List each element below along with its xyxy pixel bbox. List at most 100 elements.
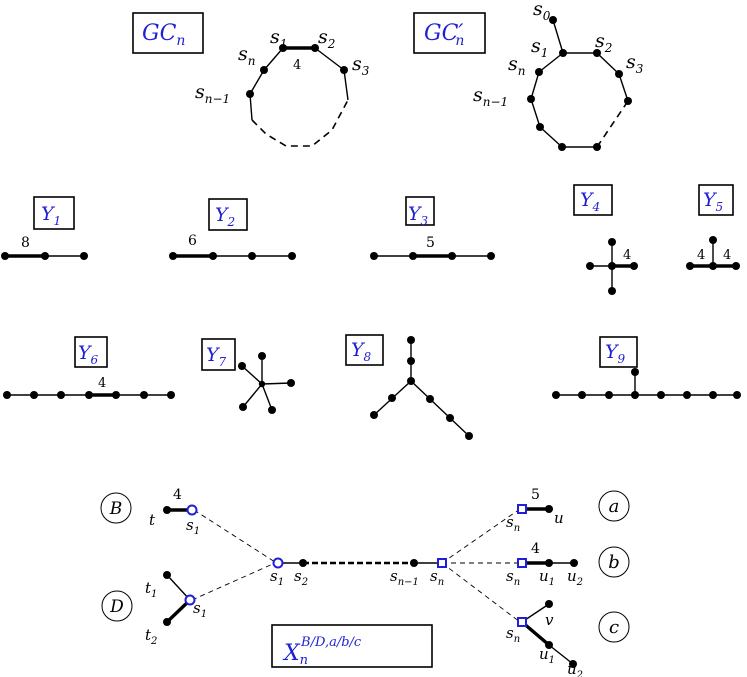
- gc-n-edge: [249, 93, 253, 121]
- gc-n-node: [311, 44, 319, 52]
- y3-graph: Y3 5: [370, 196, 495, 260]
- y3-node: [409, 252, 417, 260]
- y8-node: [465, 432, 473, 440]
- y3-label-box: [405, 196, 435, 226]
- y5-label-box: [698, 184, 734, 216]
- gc-prime-node: [593, 49, 601, 57]
- y5-graph: Y5 4 4: [686, 184, 740, 270]
- y6-node: [140, 391, 148, 399]
- d-t2-label: t2: [145, 626, 157, 647]
- gc-prime-edge: [538, 52, 564, 73]
- y7-node: [258, 352, 266, 360]
- gc-n-edge: [263, 47, 284, 71]
- y2-node: [288, 252, 296, 260]
- y7-node: [268, 406, 276, 414]
- letter-b-circle: [100, 492, 132, 524]
- y6-node: [112, 391, 120, 399]
- y9-node: [578, 391, 586, 399]
- y4-label: Y4: [580, 189, 600, 214]
- y8-label-box: [345, 334, 384, 366]
- x-connector-dashed: [441, 508, 521, 564]
- y5-node: [732, 262, 740, 270]
- y2-node: [209, 252, 217, 260]
- y2-label-box: [208, 198, 248, 231]
- y5-node: [709, 262, 717, 270]
- gc-n-node: [340, 66, 348, 74]
- a-sn-node: [517, 504, 527, 514]
- letter-b: B: [109, 499, 123, 519]
- y9-node: [683, 391, 691, 399]
- y1-label-box: [33, 196, 75, 230]
- gc-prime-node: [536, 123, 544, 131]
- gc-prime-edge: [530, 98, 541, 128]
- y7-label-box: [201, 338, 236, 371]
- y7-edge: [242, 383, 263, 408]
- y1-weight: 8: [21, 235, 30, 251]
- gc-n-dashed-arc: [251, 99, 349, 147]
- y9-label: Y9: [605, 341, 626, 366]
- a-u-label: u: [554, 509, 564, 527]
- y5-node: [709, 236, 717, 244]
- y4-weight: 4: [623, 248, 631, 263]
- y7-node: [287, 379, 295, 387]
- gc-n-node: [246, 90, 254, 98]
- y6-graph: Y6 4: [3, 336, 175, 399]
- b-t-label: t: [149, 511, 156, 529]
- d-s1-node: [184, 594, 196, 606]
- x-sn1-node: [410, 559, 418, 567]
- gc-prime-edge: [552, 19, 564, 54]
- gc-prime-s2: s2: [595, 30, 612, 55]
- c-sn-node: [517, 617, 527, 627]
- y8-graph: Y8: [345, 334, 473, 440]
- letter-d: D: [109, 597, 124, 617]
- y4-label-box: [573, 184, 613, 216]
- gc-n-node: [279, 44, 287, 52]
- letter-d-circle: [101, 590, 133, 622]
- y5-weight-right: 4: [723, 248, 731, 263]
- y9-label-box: [599, 336, 638, 368]
- x-sn1-label: sn−1: [390, 567, 419, 588]
- y8-node: [407, 336, 415, 344]
- gc-prime-edge: [596, 52, 620, 75]
- y6-node: [85, 391, 93, 399]
- x-s1-node: [272, 557, 284, 569]
- gc-n-s2: s2: [318, 26, 335, 51]
- d-s1-label: s1: [193, 599, 207, 620]
- y3-node: [448, 252, 456, 260]
- x-s2-node: [299, 559, 307, 567]
- b-lower-u1-node: [545, 559, 553, 567]
- y3-label: Y3: [408, 203, 429, 228]
- y8-label: Y8: [351, 339, 372, 364]
- gc-prime-node: [615, 70, 623, 78]
- c-u2-node: [569, 660, 577, 668]
- y4-node: [630, 262, 638, 270]
- y4-node: [608, 238, 616, 246]
- y5-node: [686, 262, 694, 270]
- gc-n-node: [260, 66, 268, 74]
- y7-edge: [241, 365, 263, 385]
- y6-node: [167, 391, 175, 399]
- letter-c-circle: [598, 611, 630, 643]
- gc-prime-node: [549, 16, 557, 24]
- x-sn-label: sn: [430, 567, 444, 588]
- y1-label: Y1: [41, 203, 61, 228]
- y7-edge: [261, 383, 273, 411]
- letter-b-lower-circle: [598, 546, 630, 578]
- y1-node: [41, 252, 49, 260]
- gc-prime-sn: sn: [508, 53, 526, 78]
- y8-node: [370, 411, 378, 419]
- d-t1-label: t1: [145, 579, 157, 600]
- gc-prime-sn1: sn−1: [473, 84, 508, 109]
- gc-prime-node: [593, 143, 601, 151]
- y9-node: [605, 391, 613, 399]
- letter-c: c: [609, 617, 619, 638]
- y4-node: [586, 262, 594, 270]
- y9-node: [552, 391, 560, 399]
- a-u-node: [545, 505, 553, 513]
- x-connector-dashed: [441, 562, 521, 623]
- c-u1-node: [545, 641, 553, 649]
- gc-prime-node: [527, 95, 535, 103]
- y1-node: [1, 252, 9, 260]
- y7-node: [238, 362, 246, 370]
